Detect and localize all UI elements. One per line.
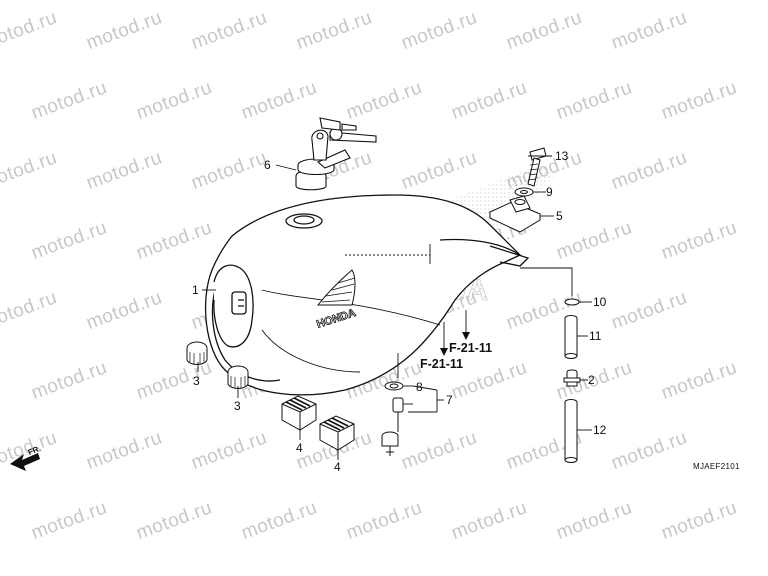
callout-6: 6 — [264, 158, 271, 172]
callout-7: 7 — [446, 393, 453, 407]
joint — [563, 369, 581, 387]
cross-reference-upper[interactable]: F-21-11 — [449, 341, 493, 355]
callout-8: 8 — [416, 380, 423, 394]
callout-4-right: 4 — [334, 460, 341, 474]
callout-5: 5 — [556, 209, 563, 223]
direction-arrow-icon — [10, 453, 40, 471]
ribbed-rubber-left — [281, 395, 317, 431]
diagram-code: MJAEF2101 — [693, 462, 740, 471]
cross-reference-lower[interactable]: F-21-11 — [420, 357, 464, 371]
callout-11: 11 — [589, 329, 602, 343]
callout-1: 1 — [192, 283, 199, 297]
ribbed-rubber-right — [319, 415, 355, 451]
callout-4-left: 4 — [296, 441, 303, 455]
callout-12: 12 — [593, 423, 607, 437]
washer — [514, 187, 534, 197]
callout-3-lower: 3 — [234, 399, 241, 413]
bolt — [527, 147, 547, 187]
clip — [564, 298, 580, 306]
rubber-bush-lower — [227, 365, 249, 389]
fuel-cap-assembly — [295, 117, 377, 191]
callout-2: 2 — [588, 373, 595, 387]
callout-10: 10 — [593, 295, 607, 309]
rubber-bush-upper — [186, 341, 208, 365]
reference-arrows — [440, 332, 470, 356]
fuel-sensor — [381, 381, 404, 456]
callout-3-upper: 3 — [193, 374, 200, 388]
tube-lower — [564, 399, 578, 463]
leader-lines — [197, 155, 592, 460]
mounting-bracket — [488, 195, 542, 233]
callout-9: 9 — [546, 185, 553, 199]
tube-upper — [564, 315, 578, 359]
callout-13: 13 — [555, 149, 569, 163]
